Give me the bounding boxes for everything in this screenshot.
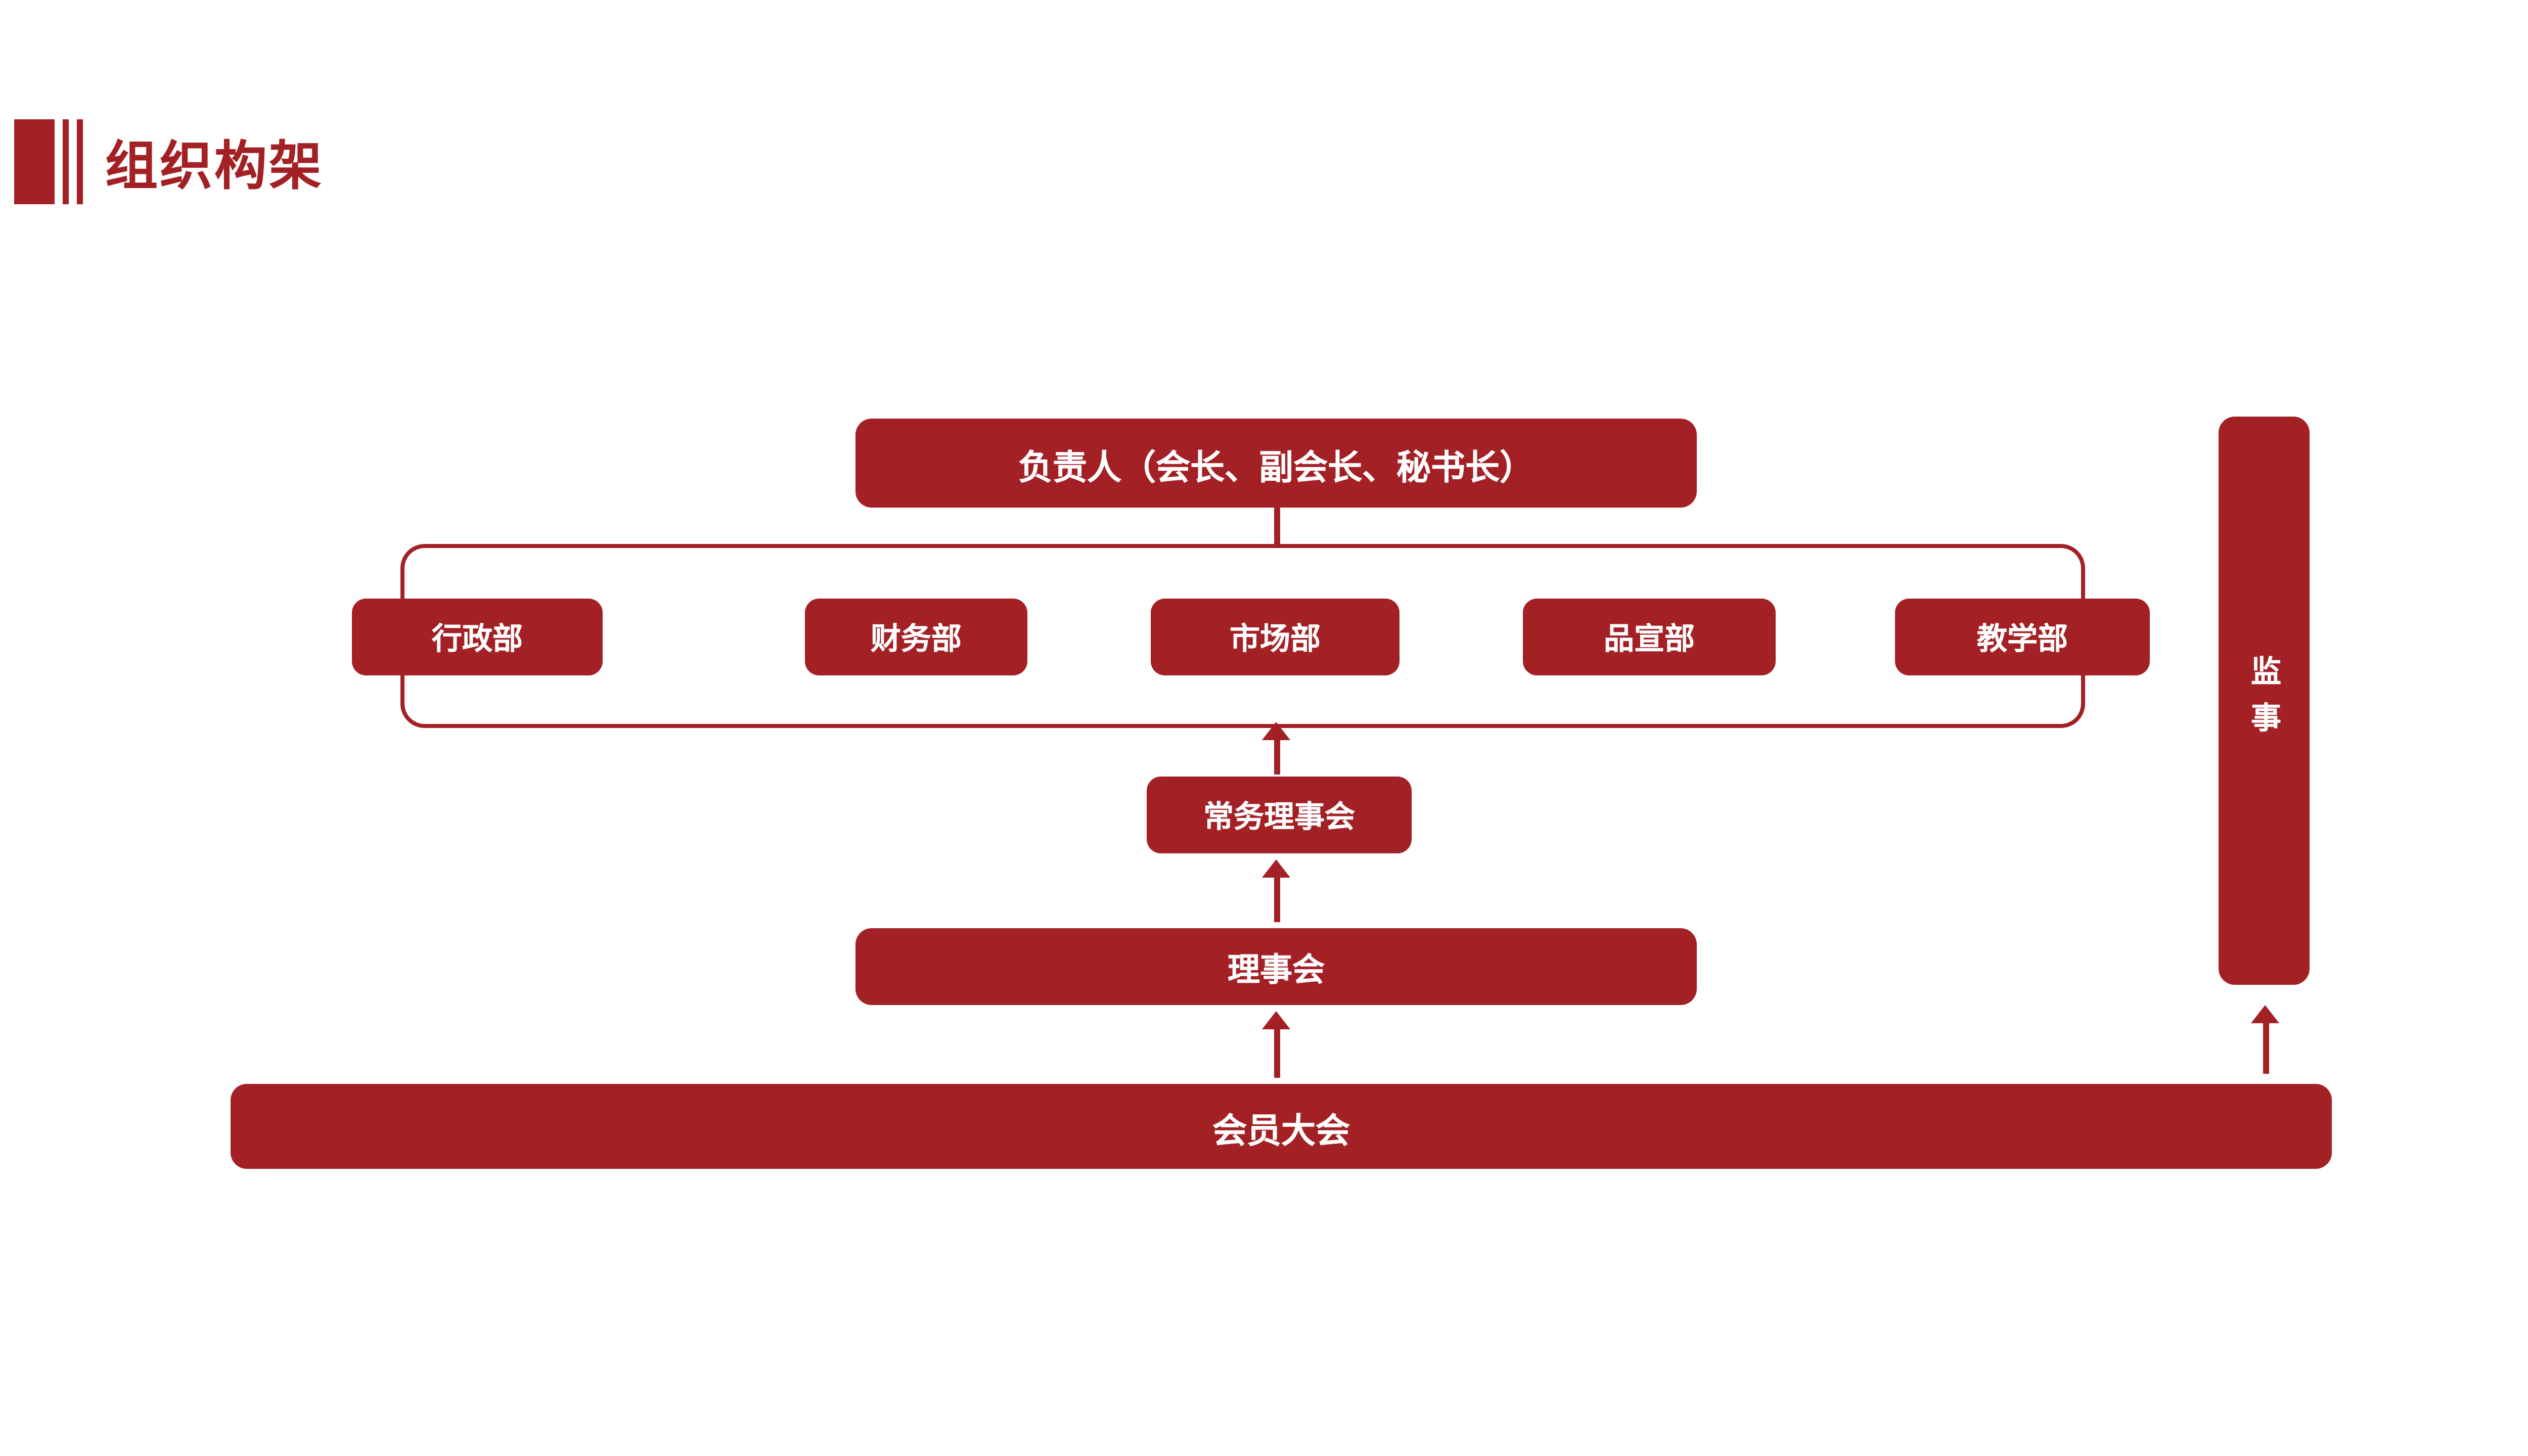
box-leader: 负责人（会长、副会长、秘书长） — [855, 419, 1697, 508]
box-general-assembly: 会员大会 — [231, 1084, 2332, 1169]
arrow-assembly-to-council — [1260, 1011, 1292, 1078]
title-accent-square — [14, 119, 55, 204]
arrow-council-to-standing — [1260, 859, 1292, 922]
title-accent-line-2 — [77, 119, 83, 204]
arrow-head-icon — [1262, 1011, 1290, 1029]
box-council: 理事会 — [855, 928, 1697, 1005]
title-accent-line-1 — [63, 119, 69, 204]
box-dept-admin: 行政部 — [352, 599, 603, 675]
arrow-shaft — [2262, 1023, 2268, 1074]
box-dept-marketing: 市场部 — [1151, 599, 1400, 675]
box-dept-finance: 财务部 — [805, 599, 1027, 675]
arrow-head-icon — [1262, 722, 1290, 740]
arrow-head-icon — [1262, 859, 1290, 878]
arrow-shaft — [1273, 878, 1279, 922]
arrow-shaft — [1273, 740, 1279, 775]
box-standing-council: 常务理事会 — [1147, 777, 1412, 853]
box-dept-teaching: 教学部 — [1895, 599, 2150, 675]
box-dept-brand: 品宣部 — [1523, 599, 1776, 675]
box-supervisor: 监事 — [2219, 417, 2310, 985]
arrow-shaft — [1273, 1029, 1279, 1078]
connector-leader-stub — [1274, 506, 1280, 546]
arrow-head-icon — [2251, 1005, 2279, 1023]
slide-title: 组织构架 — [105, 134, 324, 195]
arrow-standing-to-bracket — [1260, 722, 1292, 775]
arrow-assembly-to-supervisor — [2249, 1005, 2281, 1074]
